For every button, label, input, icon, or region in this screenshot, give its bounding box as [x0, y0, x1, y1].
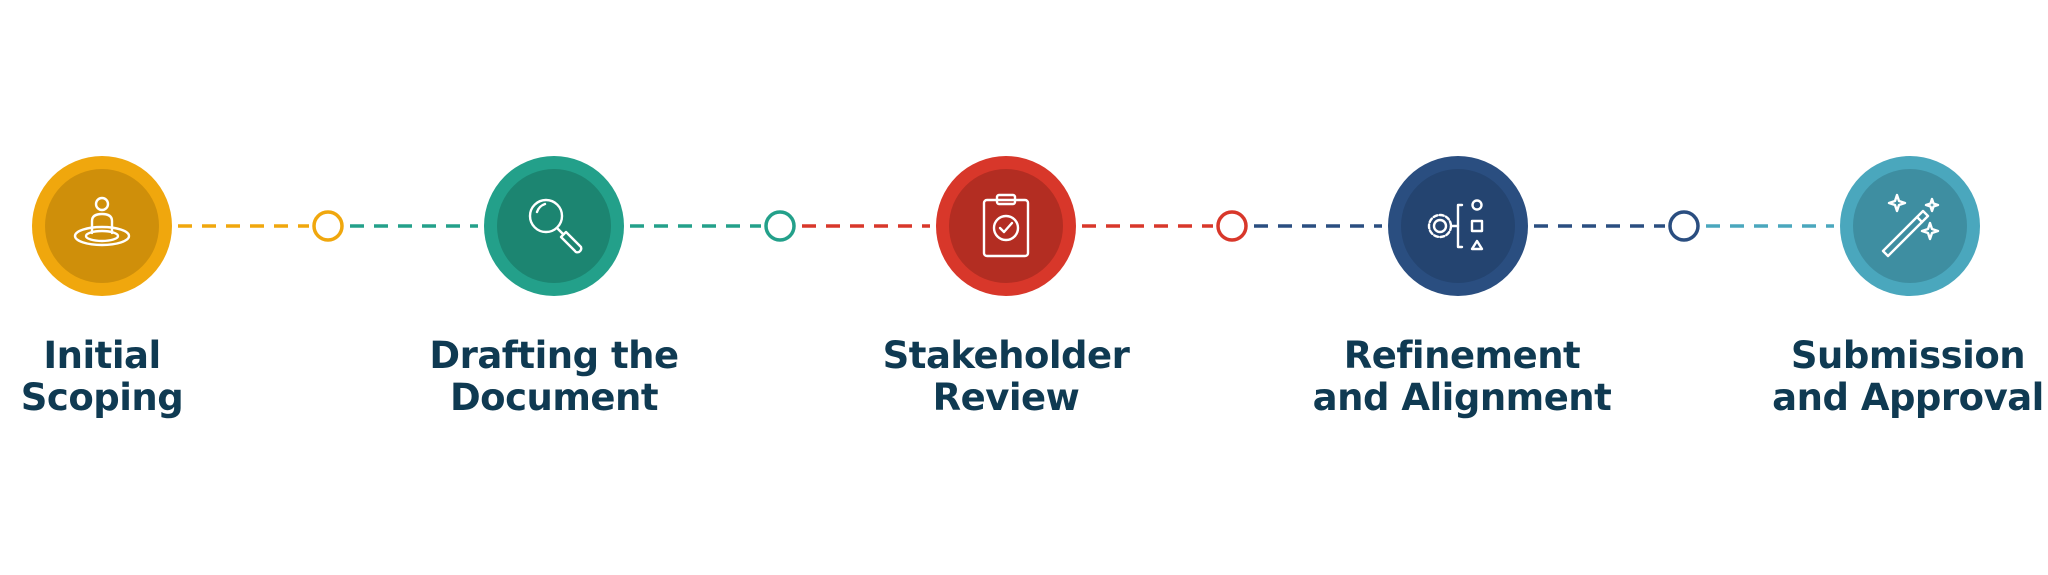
connector-4 [1534, 210, 1834, 242]
connector-node [1216, 210, 1248, 242]
stage-circle-inner [497, 169, 611, 283]
stage-stakeholder-review [936, 156, 1076, 296]
stage-refinement [1388, 156, 1528, 296]
stage-drafting [484, 156, 624, 296]
magic-wand-icon [1881, 193, 1940, 258]
connector-node [764, 210, 796, 242]
connector-2 [630, 210, 930, 242]
person-on-target-icon [73, 196, 131, 247]
stage-submission [1840, 156, 1980, 296]
connector-node [1668, 210, 1700, 242]
connector-3 [1082, 210, 1382, 242]
stage-circle-inner [1853, 169, 1967, 283]
connector-1 [178, 210, 478, 242]
magnifier-icon [528, 198, 583, 254]
stage-initial-scoping [32, 156, 172, 296]
clipboard-check-icon [982, 193, 1030, 258]
connector-node [312, 210, 344, 242]
gear-flow-icon [1427, 199, 1484, 251]
stage-circle-inner [949, 169, 1063, 283]
